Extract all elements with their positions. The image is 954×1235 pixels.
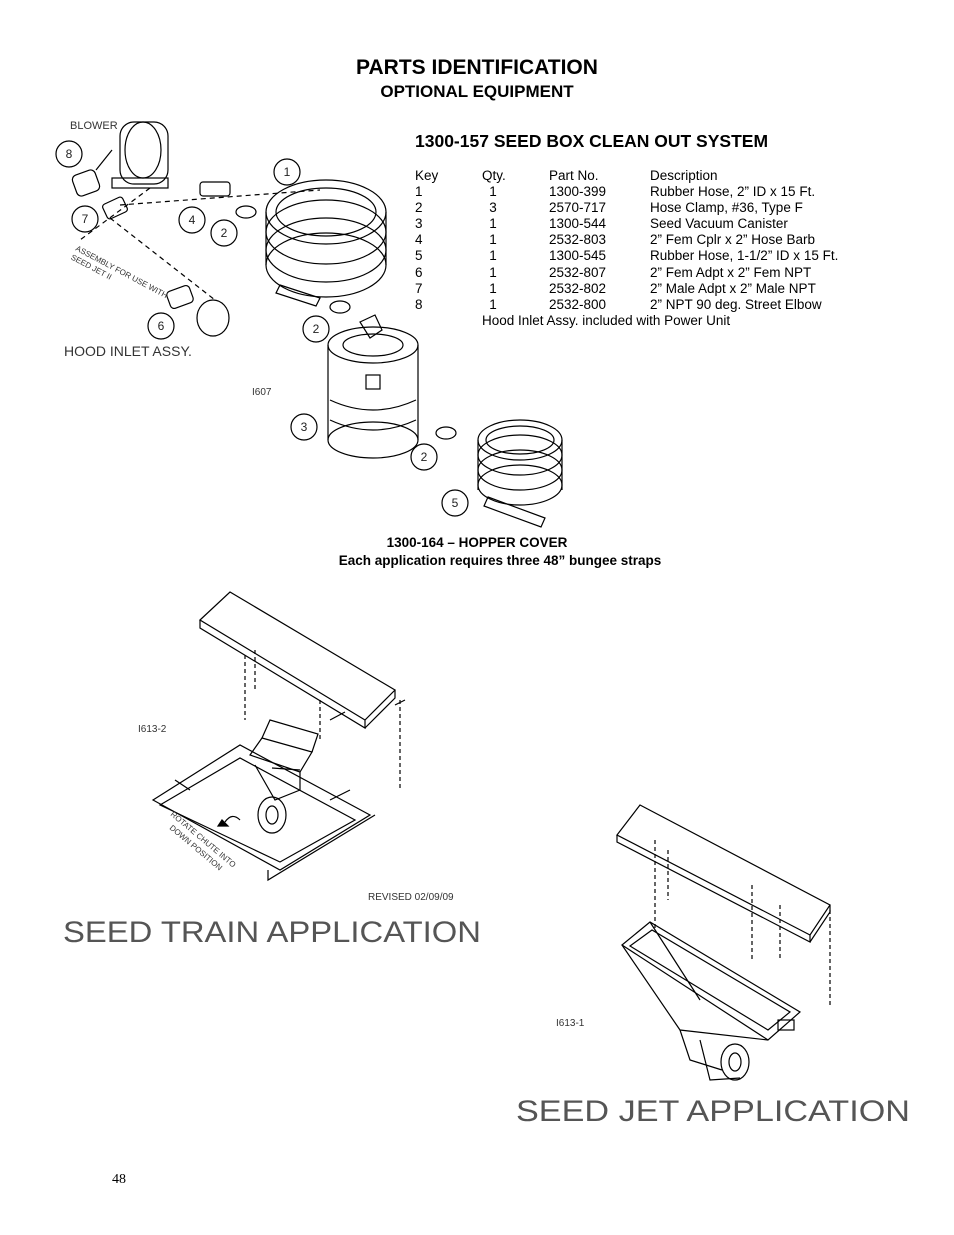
parts-row: 7 1 2532-802 2” Male Adpt x 2” Male NPT bbox=[415, 280, 816, 296]
drawing-number-i613-1: I613-1 bbox=[556, 1018, 585, 1029]
seed-train-title: SEED TRAIN APPLICATION bbox=[63, 916, 481, 949]
parts-row: 8 1 2532-800 2” NPT 90 deg. Street Elbow bbox=[415, 296, 822, 312]
assembly-note-line1: ASSEMBLY FOR USE WITH bbox=[74, 244, 169, 300]
drawing-number-i607: I607 bbox=[252, 387, 272, 398]
col-desc-header: Description bbox=[650, 168, 718, 183]
parts-row: 2 3 2570-717 Hose Clamp, #36, Type F bbox=[415, 200, 803, 216]
page-title: PARTS IDENTIFICATION bbox=[356, 56, 598, 79]
page-number: 48 bbox=[112, 1172, 126, 1187]
parts-row: 6 1 2532-807 2” Fem Adpt x 2” Fem NPT bbox=[415, 264, 812, 280]
bungee-strap-note: Each application requires three 48” bung… bbox=[338, 553, 662, 568]
section-title: 1300-157 SEED BOX CLEAN OUT SYSTEM bbox=[415, 131, 769, 151]
hopper-cover-caption: 1300-164 – HOPPER COVER bbox=[386, 535, 568, 550]
page-subtitle: OPTIONAL EQUIPMENT bbox=[380, 82, 574, 101]
callout-4: 4 bbox=[189, 213, 196, 227]
callout-7: 7 bbox=[82, 212, 89, 226]
col-part-header: Part No. bbox=[549, 168, 599, 183]
blower-label: BLOWER bbox=[70, 120, 118, 132]
callout-5: 5 bbox=[452, 496, 459, 510]
parts-row: 1 1 1300-399 Rubber Hose, 2” ID x 15 Ft. bbox=[415, 184, 816, 200]
parts-row: 4 1 2532-803 2” Fem Cplr x 2” Hose Barb bbox=[415, 232, 816, 248]
seed-jet-diagram: I613-1 SEED JET APPLICATION bbox=[516, 804, 910, 1128]
callout-2a: 2 bbox=[221, 226, 228, 240]
callout-2c: 2 bbox=[421, 450, 428, 464]
parts-table-header: Key Qty. Part No. Description bbox=[415, 168, 838, 184]
parts-row: 3 1 1300-544 Seed Vacuum Canister bbox=[415, 216, 788, 232]
callout-3: 3 bbox=[301, 420, 308, 434]
callout-1: 1 bbox=[284, 165, 291, 179]
seed-box-clean-out-diagram: BLOWER bbox=[55, 120, 563, 528]
callout-6: 6 bbox=[158, 319, 165, 333]
seed-jet-title: SEED JET APPLICATION bbox=[516, 1095, 910, 1128]
parts-table: Key Qty. Part No. Description 1 1 1300-3… bbox=[415, 168, 838, 329]
col-qty-header: Qty. bbox=[482, 168, 506, 183]
callout-8: 8 bbox=[66, 147, 73, 161]
parts-note: Hood Inlet Assy. included with Power Uni… bbox=[482, 312, 731, 328]
col-key-header: Key bbox=[415, 168, 439, 183]
drawing-number-i613-2: I613-2 bbox=[138, 724, 167, 735]
parts-row: 5 1 1300-545 Rubber Hose, 1-1/2” ID x 15… bbox=[415, 248, 839, 264]
hood-inlet-label: HOOD INLET ASSY. bbox=[64, 343, 192, 359]
revised-date: REVISED 02/09/09 bbox=[368, 892, 454, 903]
seed-train-diagram: I613-2 ROTATE CHUTE INTO DOWN POSITION R… bbox=[63, 591, 481, 949]
callout-2b: 2 bbox=[313, 322, 320, 336]
